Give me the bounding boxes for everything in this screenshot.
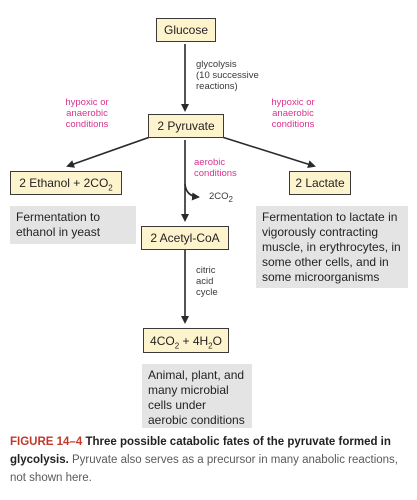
final-products-label: 4CO2 + 4H2O (150, 333, 222, 350)
figure-caption: FIGURE 14–4 Three possible catabolic fat… (10, 433, 410, 487)
lactate-box: 2 Lactate (289, 171, 351, 195)
acetyl-coa-box: 2 Acetyl-CoA (141, 226, 229, 250)
pyruvate-label: 2 Pyruvate (157, 119, 215, 133)
ethanol-label: 2 Ethanol + 2CO2 (19, 176, 113, 193)
co2-release-label: 2CO2 (209, 191, 233, 204)
arrow-to-ethanol (66, 136, 151, 168)
figure-body: Pyruvate also serves as a precursor in m… (10, 454, 399, 484)
figure-title: Three possible catabolic fates of the py… (10, 436, 391, 466)
ethanol-box: 2 Ethanol + 2CO2 (10, 171, 122, 195)
figure-number: FIGURE 14–4 (10, 436, 83, 448)
final-products-box: 4CO2 + 4H2O (143, 328, 229, 353)
acetyl-coa-label: 2 Acetyl-CoA (150, 231, 220, 245)
arrow-co2-branch (184, 183, 200, 201)
hypoxic-left-label: hypoxic or anaerobic conditions (65, 97, 109, 130)
aerobic-label: aerobic conditions (194, 157, 237, 179)
pyruvate-box: 2 Pyruvate (148, 114, 224, 138)
note-aerobic: Animal, plant, and many microbial cells … (142, 364, 252, 428)
glycolysis-label: glycolysis (10 successive reactions) (196, 59, 259, 92)
hypoxic-right-label: hypoxic or anaerobic conditions (271, 97, 315, 130)
citric-acid-cycle-label: citric acid cycle (196, 265, 218, 298)
note-ethanol: Fermentation to ethanol in yeast (10, 206, 136, 244)
glucose-box: Glucose (156, 18, 216, 42)
glucose-label: Glucose (163, 23, 209, 37)
note-lactate: Fermentation to lactate in vigorously co… (256, 206, 408, 288)
lactate-label: 2 Lactate (295, 176, 345, 190)
arrow-to-lactate (221, 136, 316, 169)
